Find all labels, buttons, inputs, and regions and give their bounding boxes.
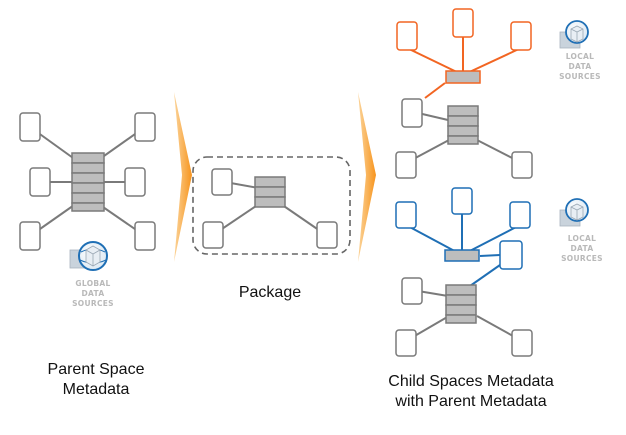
package-boundary bbox=[192, 156, 351, 255]
chevron-arrow-icon bbox=[358, 92, 376, 262]
child2-local-nodes bbox=[395, 187, 531, 270]
parent-node-top-left bbox=[19, 112, 41, 142]
child2-parent-hub bbox=[445, 284, 477, 324]
parent-nodes bbox=[19, 112, 156, 251]
local-sources-top-line3: SOURCES bbox=[559, 72, 601, 81]
parent-caption-line2: Metadata bbox=[62, 381, 130, 398]
child2-local-hub bbox=[444, 249, 480, 262]
parent-node-bottom-left bbox=[19, 221, 41, 251]
package-node-bottom-left bbox=[202, 221, 224, 249]
parent-caption-line1: Parent Space bbox=[47, 361, 145, 378]
global-sources-line1: GLOBAL bbox=[75, 279, 110, 288]
local-sources-bottom-line3: SOURCES bbox=[561, 254, 603, 263]
local-database-icon bbox=[559, 198, 589, 227]
package-nodes bbox=[202, 168, 338, 249]
package-hub bbox=[254, 176, 286, 208]
parent-node-mid-right bbox=[124, 167, 146, 197]
child1-local-nodes bbox=[396, 8, 532, 51]
package-node-bottom-right bbox=[316, 221, 338, 249]
chevron-arrow-icon bbox=[174, 92, 192, 262]
child1-parent-hub bbox=[447, 105, 479, 145]
parent-hub bbox=[71, 152, 105, 212]
parent-node-top-right bbox=[134, 112, 156, 142]
local-database-icon bbox=[559, 20, 589, 49]
parent-space-caption: Parent Space Metadata bbox=[16, 360, 176, 400]
child-spaces-caption: Child Spaces Metadata with Parent Metada… bbox=[360, 372, 582, 412]
global-sources-line2: DATA bbox=[82, 289, 105, 298]
package-node-top-left bbox=[211, 168, 233, 196]
globe-database-icon bbox=[69, 241, 108, 271]
local-sources-top-line1: LOCAL bbox=[566, 52, 594, 61]
local-sources-bottom-line2: DATA bbox=[571, 244, 594, 253]
package-caption: Package bbox=[238, 284, 302, 301]
child-caption-line1: Child Spaces Metadata bbox=[388, 373, 554, 390]
parent-node-bottom-right bbox=[134, 221, 156, 251]
global-sources-line3: SOURCES bbox=[72, 299, 114, 308]
child-caption-line2: with Parent Metadata bbox=[395, 393, 547, 410]
child1-local-network bbox=[406, 35, 522, 99]
local-sources-bottom-line1: LOCAL bbox=[568, 234, 596, 243]
child1-parent-nodes bbox=[395, 98, 533, 179]
parent-node-mid-left bbox=[29, 167, 51, 197]
local-sources-top-line2: DATA bbox=[569, 62, 592, 71]
child1-local-hub bbox=[445, 70, 481, 84]
child2-parent-nodes bbox=[395, 277, 533, 357]
